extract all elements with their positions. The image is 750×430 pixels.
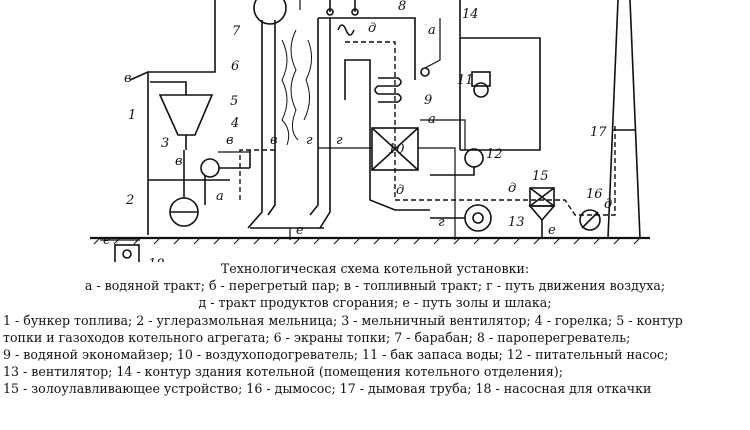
water-path bbox=[424, 18, 441, 69]
ash-collector bbox=[528, 187, 556, 238]
label-v-4: в bbox=[270, 133, 278, 148]
caption-items-line-2: топки и газоходов котельного агрегата; 6… bbox=[3, 329, 631, 345]
label-16: 16 bbox=[586, 187, 603, 202]
diagram-caption: Технологическая схема котельной установк… bbox=[0, 260, 750, 398]
caption-items-line-5: 15 - золоулавливающее устройство; 16 - д… bbox=[3, 381, 652, 397]
label-d-2: д bbox=[396, 183, 404, 198]
label-10: 10 bbox=[388, 142, 405, 157]
label-a-1: а bbox=[428, 23, 436, 38]
label-2: 2 bbox=[125, 193, 134, 208]
label-a-3: а bbox=[216, 189, 224, 204]
slag-pump-station bbox=[114, 244, 140, 262]
label-17: 17 bbox=[590, 125, 607, 140]
boiler-plant-diagram: 1 2 3 4 5 6 7 8 9 10 11 12 13 14 15 16 1… bbox=[90, 0, 650, 262]
label-8: 8 bbox=[398, 0, 406, 14]
mill-fan bbox=[200, 150, 251, 178]
caption-legend-line-1: а - водяной тракт; б - перегретый пар; в… bbox=[84, 278, 666, 294]
fuel-path-in bbox=[150, 81, 187, 95]
furnace-contour bbox=[247, 17, 430, 229]
label-e-3: е bbox=[548, 223, 556, 238]
feed-pump bbox=[464, 148, 484, 168]
label-v-2: в bbox=[175, 154, 183, 169]
label-14: 14 bbox=[462, 7, 479, 22]
label-g-1: г bbox=[306, 133, 313, 148]
furnace-flame bbox=[281, 29, 312, 146]
label-3: 3 bbox=[161, 136, 169, 151]
fuel-bunker bbox=[158, 94, 214, 136]
label-7: 7 bbox=[232, 24, 241, 39]
boiler-building-outline bbox=[129, 0, 541, 235]
label-g-2: г bbox=[336, 133, 343, 148]
label-e-2: е bbox=[296, 223, 304, 238]
label-4: 4 bbox=[230, 116, 239, 131]
caption-items-line-3: 9 - водяной экономайзер; 10 - воздухопод… bbox=[3, 347, 669, 363]
caption-title: Технологическая схема котельной установк… bbox=[220, 261, 530, 276]
label-e-1: е bbox=[103, 233, 111, 248]
forced-draft-fan bbox=[430, 204, 492, 232]
coal-mill bbox=[169, 150, 206, 227]
flue-gas-path bbox=[345, 41, 616, 216]
label-d-1: д bbox=[368, 21, 376, 36]
label-6: 6 bbox=[231, 59, 239, 74]
label-18: 18 bbox=[148, 257, 165, 262]
caption-items-line-1: 1 - бункер топлива; 2 - углеразмольная м… bbox=[3, 312, 683, 328]
water-economizer bbox=[374, 67, 430, 103]
label-11: 11 bbox=[457, 73, 474, 88]
label-9: 9 bbox=[424, 93, 432, 108]
label-1: 1 bbox=[128, 108, 136, 123]
superheater bbox=[326, 0, 359, 36]
label-d-3: д bbox=[508, 181, 516, 196]
boiler-drum bbox=[253, 0, 287, 25]
label-v-1: в bbox=[124, 71, 132, 86]
label-d-4: д bbox=[604, 197, 612, 212]
label-v-3: в bbox=[226, 133, 234, 148]
label-g-3: г bbox=[438, 215, 445, 230]
chimney bbox=[607, 0, 641, 239]
ground-hatch bbox=[93, 237, 641, 245]
label-13: 13 bbox=[508, 215, 525, 230]
label-15: 15 bbox=[532, 169, 549, 184]
caption-items-line-4: 13 - вентилятор; 14 - контур здания коте… bbox=[3, 364, 563, 380]
label-12: 12 bbox=[486, 147, 503, 162]
label-a-2: а bbox=[428, 112, 436, 127]
water-tank bbox=[471, 71, 491, 98]
caption-legend-line-2: д - тракт продуктов сгорания; е - путь з… bbox=[198, 295, 552, 311]
label-5: 5 bbox=[230, 94, 238, 109]
smoke-exhauster bbox=[579, 209, 601, 231]
